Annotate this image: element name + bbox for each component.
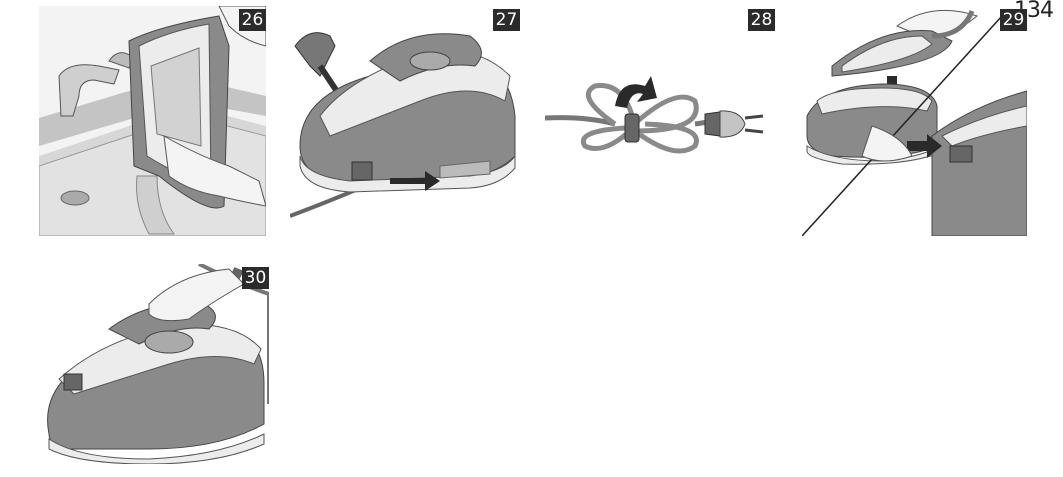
figure-30: 30 xyxy=(39,264,269,464)
figure-27: 27 xyxy=(290,6,520,236)
figure-27-step-number: 27 xyxy=(493,9,520,31)
figure-26-step-number: 26 xyxy=(239,9,266,31)
figure-28-step-number: 28 xyxy=(748,9,775,31)
figure-30-step-number: 30 xyxy=(242,267,269,289)
illustration-coiled-cord xyxy=(545,6,775,236)
illustration-transport-lock xyxy=(802,6,1027,236)
illustration-sink-tank xyxy=(39,6,266,236)
figure-29: 29 xyxy=(802,6,1027,236)
illustration-cord-storage xyxy=(290,6,520,236)
illustration-carry-appliance xyxy=(39,264,269,464)
figure-26: 26 xyxy=(39,6,266,236)
figure-29-step-number: 29 xyxy=(1000,9,1027,31)
figure-28: 28 xyxy=(545,6,775,236)
